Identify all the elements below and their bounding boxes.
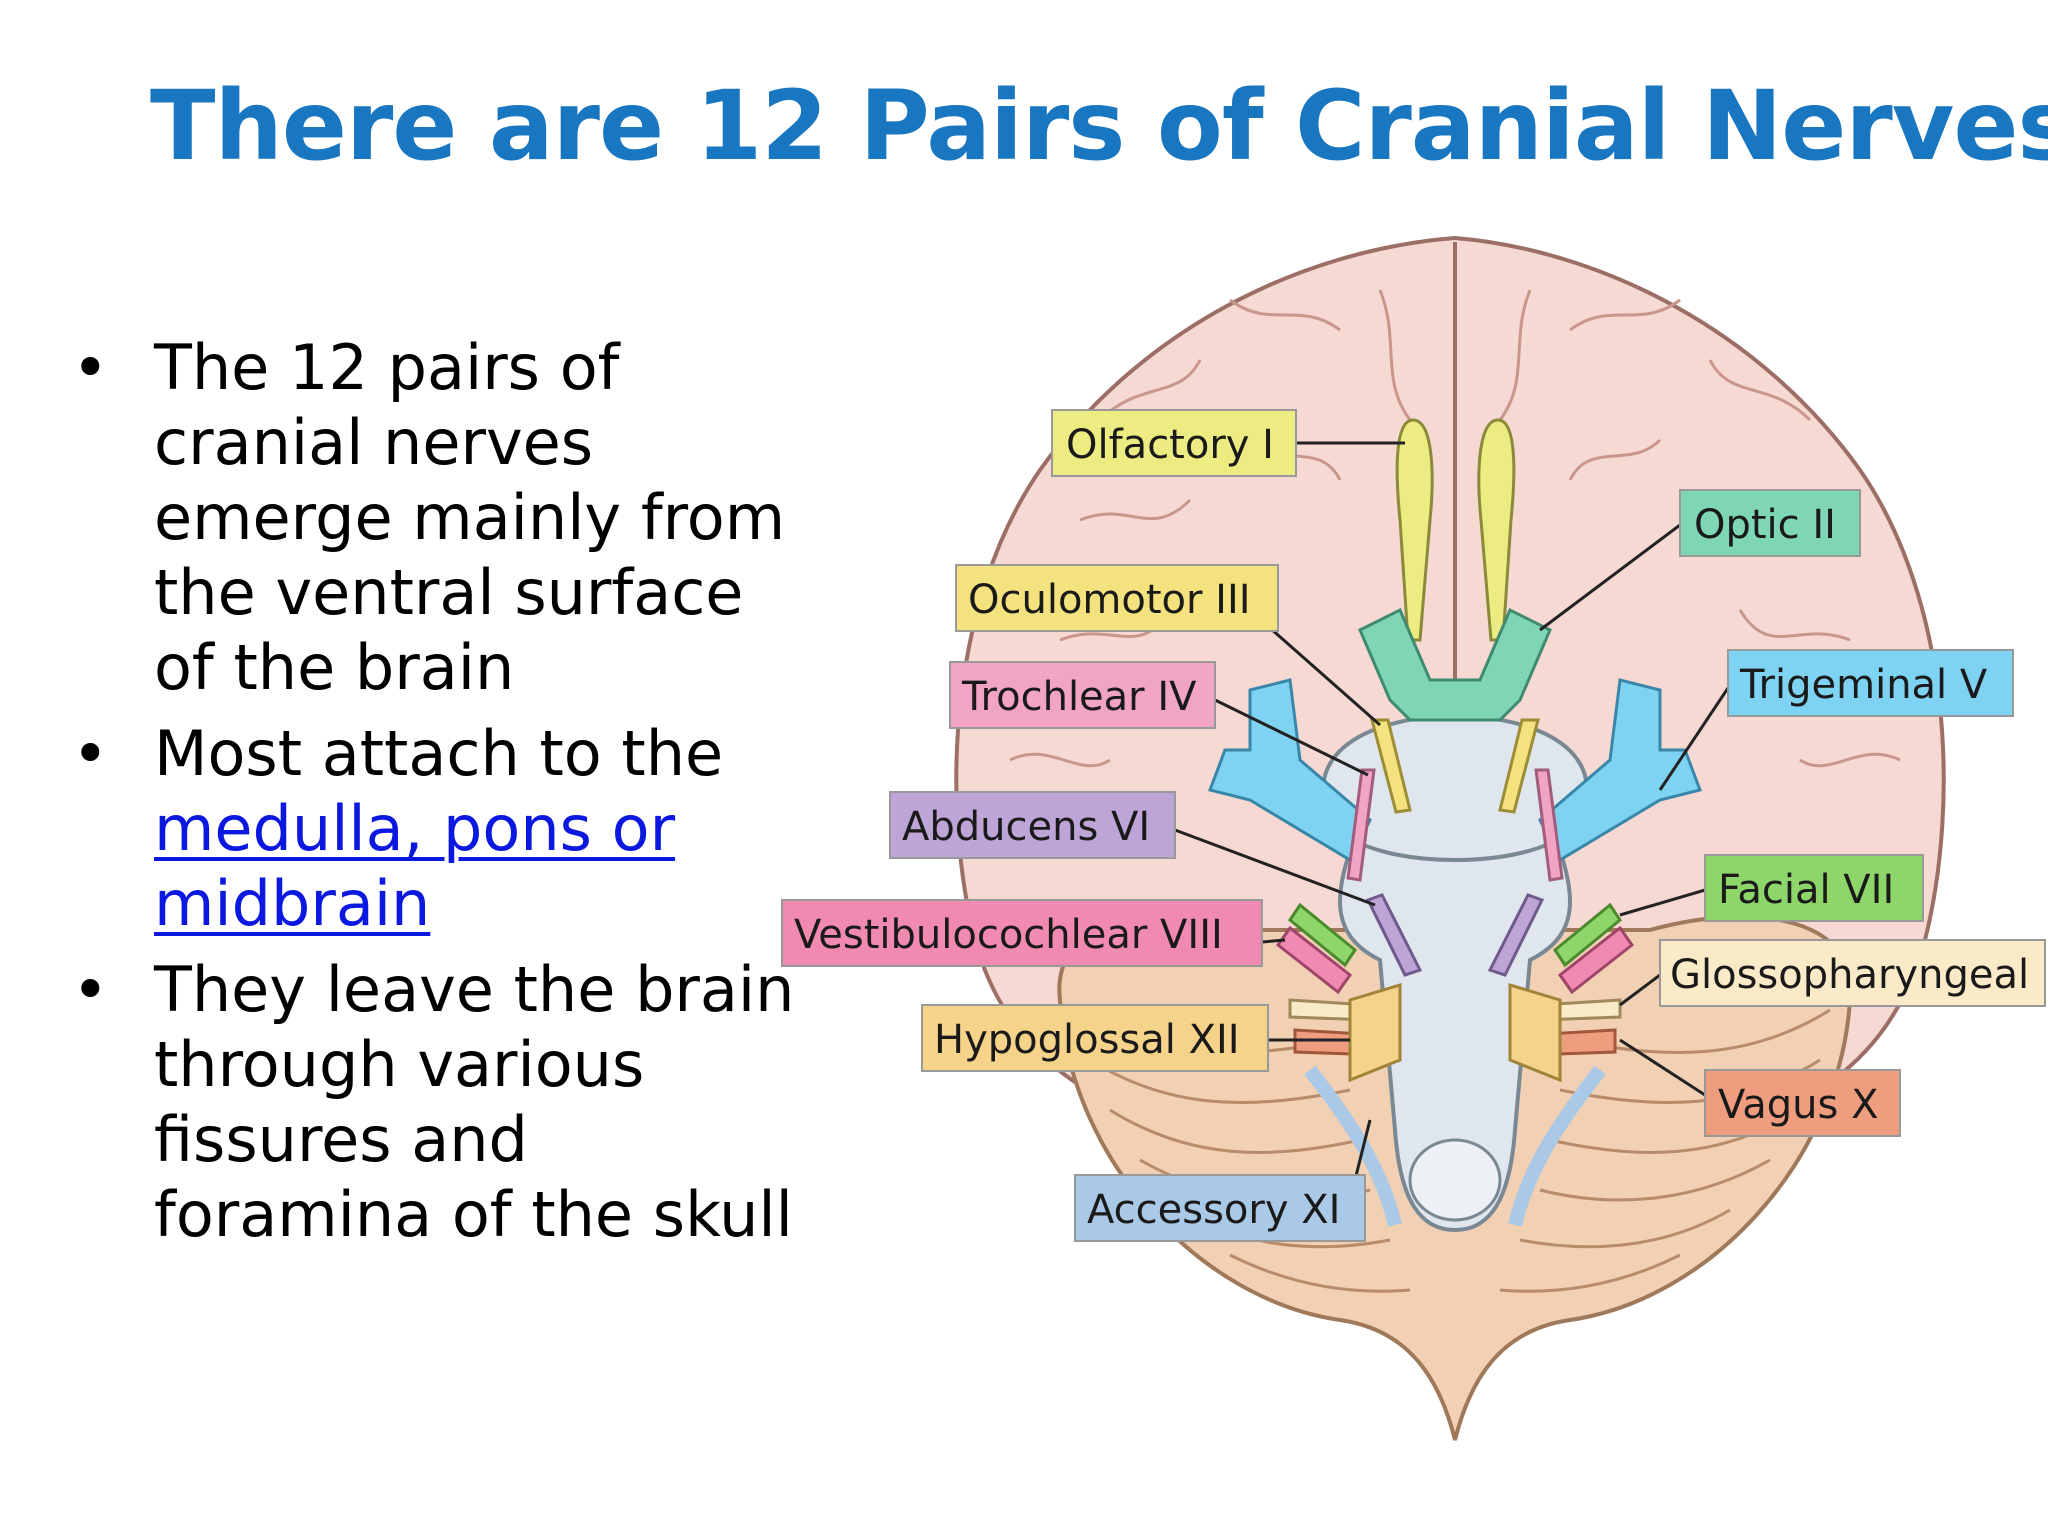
label-box-trochlear <box>949 661 1216 729</box>
label-box-optic <box>1679 489 1861 557</box>
cranial-nerves-diagram: Olfactory I Optic II Oculomotor III Troc… <box>781 235 2046 1441</box>
label-trochlear: Trochlear IV <box>961 674 1197 720</box>
label-vagus: Vagus X <box>1718 1082 1878 1128</box>
oculomotor-nerve-right <box>1498 718 1540 814</box>
bullet-text-line: foramina of the skull <box>154 1178 793 1251</box>
label-glossopharyngeal: Glossopharyngeal <box>1670 952 2029 998</box>
label-olfactory: Olfactory I <box>1066 422 1274 468</box>
abducens-nerve-left <box>1365 893 1423 977</box>
label-box-vagus <box>1704 1069 1901 1137</box>
label-hypoglossal: Hypoglossal XII <box>934 1017 1240 1063</box>
label-oculomotor: Oculomotor III <box>968 577 1251 623</box>
bullet-item: • They leave the brain through various f… <box>72 952 832 1252</box>
link-text-line: midbrain <box>154 867 431 940</box>
bullet-icon: • <box>72 953 109 1026</box>
hypoglossal-nerve-left <box>1348 982 1402 1083</box>
accessory-nerve-left <box>1304 1065 1402 1227</box>
link-text-line: medulla, pons or <box>154 792 676 865</box>
vestibulocochlear-nerve-left <box>1275 925 1353 995</box>
trigeminal-nerve-left <box>1208 678 1372 863</box>
bullet-text-line: Most attach to the <box>154 717 724 790</box>
label-box-vestibulocochlear <box>781 899 1263 967</box>
optic-chiasm <box>1358 607 1552 722</box>
facial-nerve-left <box>1287 902 1358 968</box>
oculomotor-nerve-left <box>1370 718 1412 814</box>
label-accessory: Accessory XI <box>1087 1187 1340 1233</box>
accessory-nerve-right <box>1508 1065 1606 1227</box>
label-optic: Optic II <box>1694 502 1836 548</box>
label-box-abducens <box>889 791 1176 859</box>
vestibulocochlear-nerve-right <box>1557 925 1635 995</box>
bullet-text-line: They leave the brain <box>154 953 795 1026</box>
label-box-hypoglossal <box>921 1004 1269 1072</box>
abducens-nerve-right <box>1487 893 1545 977</box>
facial-nerve-right <box>1552 902 1623 968</box>
label-box-olfactory <box>1051 409 1297 477</box>
bullet-text-line: through various <box>154 1028 645 1101</box>
label-box-facial <box>1704 854 1924 922</box>
label-box-glossopharyngeal <box>1659 939 2046 1007</box>
label-box-oculomotor <box>955 564 1279 632</box>
bullet-list: • The 12 pairs of cranial nerves emerge … <box>72 330 832 1263</box>
hypoglossal-nerve-right <box>1508 982 1562 1083</box>
bullet-text-line: The 12 pairs of <box>154 331 620 404</box>
slide-title: There are 12 Pairs of Cranial Nerves <box>150 70 2048 182</box>
bullet-text-line: cranial nerves <box>154 406 594 479</box>
label-box-accessory <box>1074 1174 1366 1242</box>
trigeminal-nerve-right <box>1538 678 1702 863</box>
bullet-text-line: fissures and <box>154 1103 528 1176</box>
bullet-item: • The 12 pairs of cranial nerves emerge … <box>72 330 832 705</box>
label-facial: Facial VII <box>1718 867 1894 913</box>
medulla-cross-section <box>1408 1138 1502 1222</box>
trochlear-nerve-right <box>1534 768 1564 882</box>
label-vestibulocochlear: Vestibulocochlear VIII <box>794 912 1223 958</box>
bullet-icon: • <box>72 331 109 404</box>
nerve-labels: Olfactory I Optic II Oculomotor III Troc… <box>781 409 2046 1242</box>
bullet-text-line: of the brain <box>154 631 515 704</box>
label-box-trigeminal <box>1727 649 2014 717</box>
bullet-text-line: the ventral surface <box>154 556 744 629</box>
bullet-icon: • <box>72 717 109 790</box>
label-trigeminal: Trigeminal V <box>1739 662 1988 708</box>
trochlear-nerve-left <box>1346 768 1376 882</box>
label-abducens: Abducens VI <box>902 804 1150 850</box>
bullet-text-line: emerge mainly from <box>154 481 786 554</box>
leader-lines <box>1174 441 1730 1181</box>
